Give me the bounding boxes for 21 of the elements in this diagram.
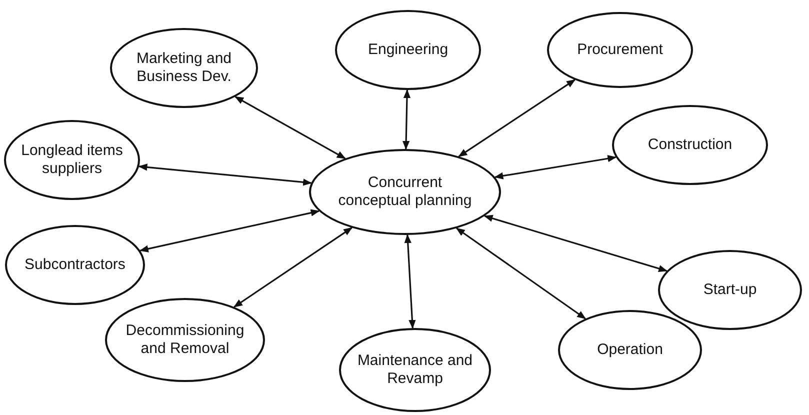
node-label: Maintenance and Revamp: [356, 352, 474, 388]
double-arrow: [234, 96, 346, 160]
node-label: Longlead items suppliers: [20, 142, 124, 178]
double-arrow: [484, 214, 668, 272]
node-label: Start-up: [703, 281, 757, 299]
double-arrow: [233, 227, 353, 308]
node-label: Marketing and Business Dev.: [135, 50, 233, 86]
double-arrow: [138, 164, 312, 186]
double-arrow: [458, 79, 576, 158]
double-arrow: [402, 89, 411, 150]
node-label: Engineering: [368, 41, 448, 59]
double-arrow: [404, 234, 416, 329]
double-arrow: [456, 228, 586, 320]
node-label: Subcontractors: [24, 256, 126, 274]
double-arrow: [494, 155, 617, 180]
node-label: Concurrent conceptual planning: [337, 174, 473, 210]
node-label: Operation: [597, 341, 663, 359]
node-label: Decommissioning and Removal: [124, 322, 246, 358]
node-label: Procurement: [577, 41, 663, 59]
double-arrow: [139, 209, 320, 252]
node-label: Construction: [648, 136, 732, 154]
